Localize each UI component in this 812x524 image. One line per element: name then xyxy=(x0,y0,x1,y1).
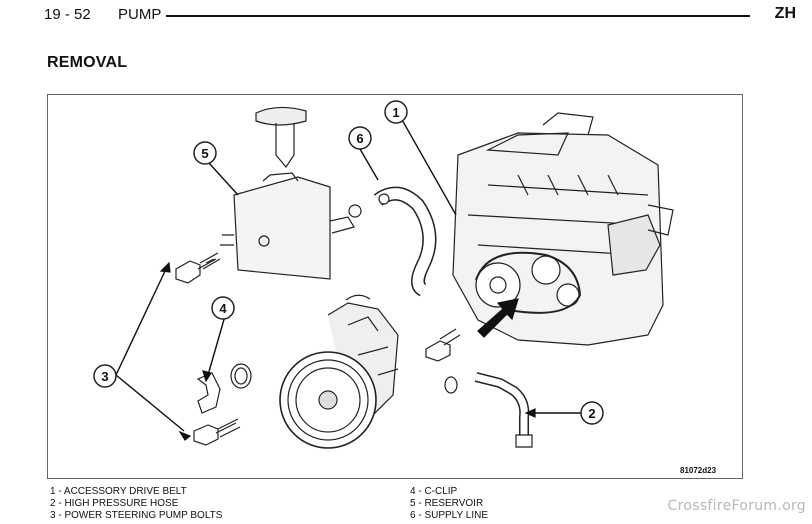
callout-6: 6 xyxy=(348,126,372,150)
section-title: REMOVAL xyxy=(47,54,128,71)
svg-text:1: 1 xyxy=(392,105,399,120)
pump-removal-illustration: 1 2 3 4 5 6 xyxy=(93,100,674,449)
section-name: PUMP xyxy=(118,6,162,23)
figure-frame: 1 2 3 4 5 6 xyxy=(47,94,743,479)
location-arrow xyxy=(477,298,519,338)
watermark: CrossfireForum.org xyxy=(667,498,806,514)
leader-lines xyxy=(115,117,590,432)
pump-illustration xyxy=(279,294,399,449)
legend-right: 4 - C-CLIP 5 - RESERVOIR 6 - SUPPLY LINE xyxy=(410,486,488,522)
figure-id: 81072d23 xyxy=(680,466,717,475)
callout-1: 1 xyxy=(384,100,408,124)
legend-item: 2 - HIGH PRESSURE HOSE xyxy=(50,498,179,509)
header-rule xyxy=(166,15,750,17)
bolt-lower xyxy=(193,418,241,446)
legend-left: 1 - ACCESSORY DRIVE BELT 2 - HIGH PRESSU… xyxy=(50,486,222,522)
reservoir-illustration xyxy=(220,106,362,280)
callout-4: 4 xyxy=(211,296,235,320)
model-code: ZH xyxy=(774,5,796,22)
supply-line-illustration xyxy=(373,186,437,297)
svg-text:3: 3 xyxy=(101,369,108,384)
legend-item: 6 - SUPPLY LINE xyxy=(410,510,488,521)
page-number: 19 - 52 xyxy=(44,6,91,23)
callout-2: 2 xyxy=(580,401,604,425)
legend-item: 1 - ACCESSORY DRIVE BELT xyxy=(50,486,187,497)
c-clip-illustration xyxy=(196,372,221,414)
legend-item: 5 - RESERVOIR xyxy=(410,498,484,509)
legend-item: 4 - C-CLIP xyxy=(410,486,458,497)
page-header: 19 - 52 PUMP ZH xyxy=(44,4,800,24)
callout-3: 3 xyxy=(93,364,117,388)
legend-item: 3 - POWER STEERING PUMP BOLTS xyxy=(50,510,223,521)
seal-ring xyxy=(230,363,252,389)
engine-illustration xyxy=(452,112,674,346)
svg-text:5: 5 xyxy=(201,146,208,161)
callout-5: 5 xyxy=(193,141,217,165)
svg-text:2: 2 xyxy=(588,406,595,421)
bolt-upper xyxy=(175,252,221,284)
bolt-middle xyxy=(425,328,461,362)
svg-text:4: 4 xyxy=(219,301,227,316)
svg-text:6: 6 xyxy=(356,131,363,146)
leader-arrowheads xyxy=(159,261,536,441)
high-pressure-hose-illustration xyxy=(444,372,533,448)
